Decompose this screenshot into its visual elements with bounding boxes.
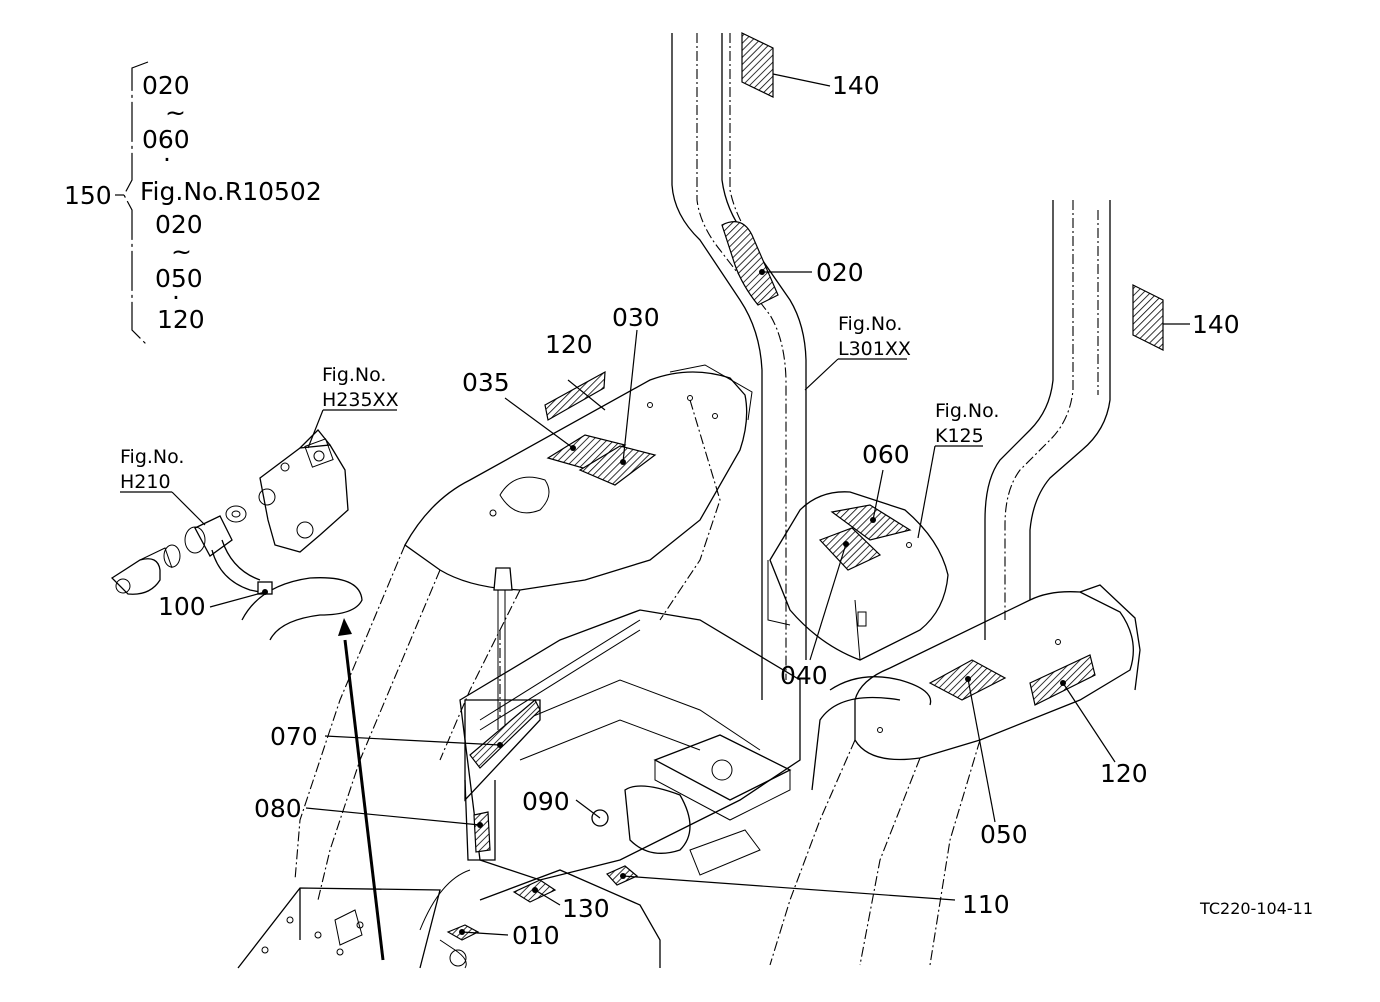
label-060: 060 — [862, 440, 910, 469]
label-030: 030 — [612, 303, 660, 332]
label-150: 150 — [64, 181, 112, 210]
decal-120-right — [1029, 654, 1096, 706]
label-080: 080 — [254, 794, 302, 823]
left-fender — [294, 364, 753, 901]
label-020: 020 — [816, 258, 864, 287]
floor-plate — [237, 869, 661, 969]
set-dot-2: · — [172, 283, 180, 312]
decal-020 — [721, 221, 779, 306]
grab-handles — [241, 577, 932, 791]
decal-060 — [830, 504, 912, 541]
centre-mechanism — [459, 609, 801, 881]
label-070: 070 — [270, 722, 318, 751]
label-035: 035 — [462, 368, 510, 397]
leader-lines — [115, 61, 1190, 936]
shift-lever — [464, 567, 541, 861]
label-110: 110 — [962, 890, 1010, 919]
side-panel-cover — [767, 491, 949, 661]
fig-ref-h235-title: Fig.No. — [322, 364, 386, 386]
set-composition-list: 020 ~ 060 · Fig.No.R10502 020 ~ 050 · 12… — [140, 71, 322, 334]
label-040: 040 — [780, 661, 828, 690]
decal-120-left — [544, 370, 606, 421]
fig-ref-h210-code: H210 — [120, 471, 171, 493]
decal-070 — [469, 699, 541, 769]
set-tilde-1: ~ — [165, 98, 186, 127]
set-line-060: 060 — [142, 125, 190, 154]
label-140-top: 140 — [832, 71, 880, 100]
label-100: 100 — [158, 592, 206, 621]
fig-ref-k125-title: Fig.No. — [935, 400, 999, 422]
set-dot-1: · — [163, 145, 171, 174]
set-tilde-2: ~ — [171, 237, 192, 266]
drawing-code: TC220-104-11 — [1199, 899, 1313, 918]
decal-040 — [818, 527, 882, 571]
banjo-bolt-fitting — [110, 505, 273, 595]
right-fender — [769, 584, 1141, 966]
set-line-020b: 020 — [155, 210, 203, 239]
fig-ref-h235-code: H235XX — [322, 389, 399, 411]
rops-frame-right-pillar — [984, 200, 1111, 640]
label-120-right: 120 — [1100, 759, 1148, 788]
label-050: 050 — [980, 820, 1028, 849]
set-line-020: 020 — [142, 71, 190, 100]
figure-references: Fig.No. H235XX Fig.No. H210 Fig.No. L301… — [120, 313, 999, 493]
decal-080 — [473, 811, 491, 853]
decal-140-right — [1132, 284, 1164, 351]
front-arrow — [338, 618, 385, 961]
hydraulic-valve-block — [258, 429, 349, 553]
label-090: 090 — [522, 787, 570, 816]
label-010: 010 — [512, 921, 560, 950]
fig-ref-l301-code: L301XX — [838, 338, 911, 360]
label-130: 130 — [562, 894, 610, 923]
label-120-left: 120 — [545, 330, 593, 359]
set-line-120: 120 — [157, 305, 205, 334]
fig-ref-l301-title: Fig.No. — [838, 313, 902, 335]
set-line-fig: Fig.No.R10502 — [140, 177, 322, 206]
label-140-right: 140 — [1192, 310, 1240, 339]
decal-140-top — [741, 32, 774, 98]
fig-ref-h210-title: Fig.No. — [120, 446, 184, 468]
decal-030 — [578, 445, 657, 486]
fig-ref-k125-code: K125 — [935, 425, 984, 447]
part-number-labels: 140 140 020 120 030 035 060 040 050 120 … — [64, 71, 1240, 950]
set-line-050: 050 — [155, 264, 203, 293]
